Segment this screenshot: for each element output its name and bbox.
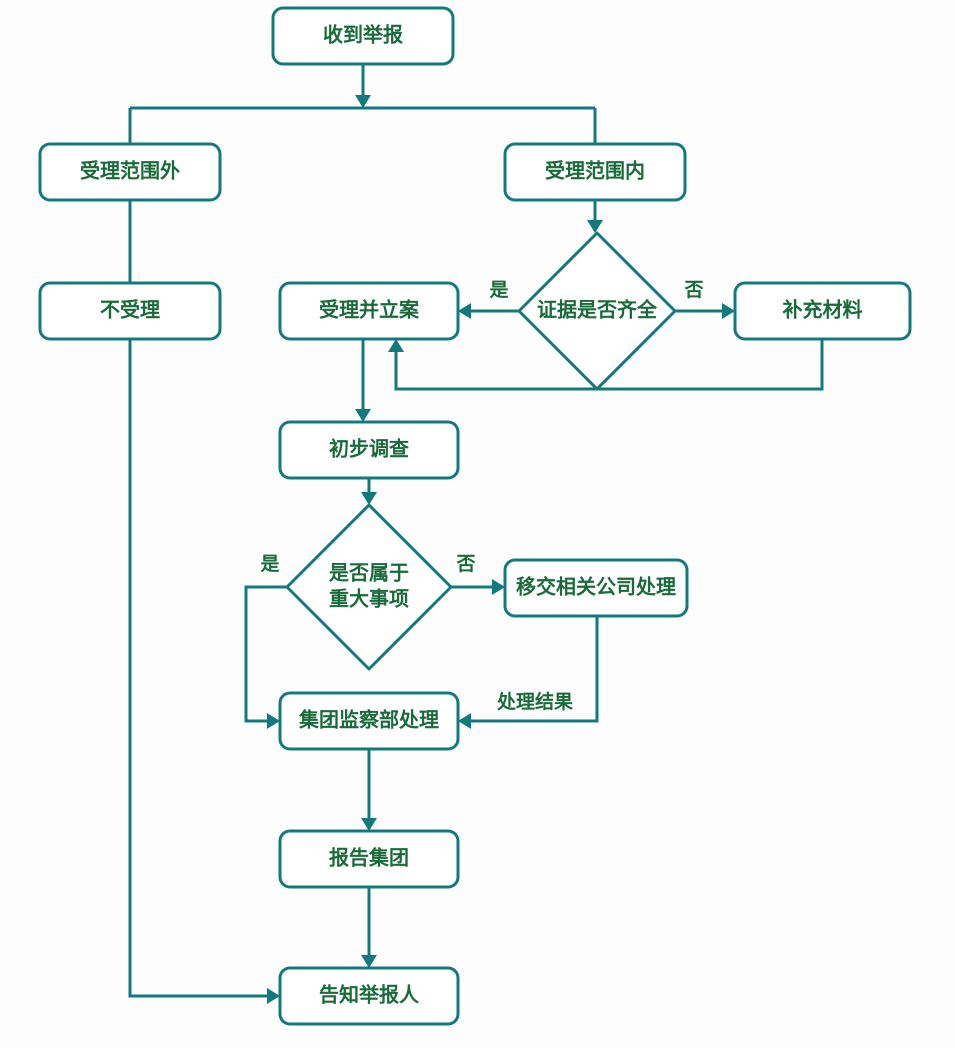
node-accept-and-file[interactable]: 受理并立案 [278, 281, 460, 341]
node-shape-rect[interactable] [38, 142, 222, 202]
edge-evidence-yes-to-accept [458, 303, 519, 319]
edge-major-no-to-transfer [451, 579, 505, 595]
arrow-head-icon [361, 818, 377, 831]
node-shape-rect[interactable] [503, 558, 689, 618]
arrow-head-icon [722, 303, 735, 319]
edge-receive-to-split [355, 64, 371, 108]
node-evidence-complete[interactable]: 证据是否齐全 [517, 231, 677, 391]
arrow-head-icon [458, 303, 471, 319]
arrow-head-icon [355, 409, 371, 422]
arrow-head-icon [267, 713, 280, 729]
arrow-head-icon [267, 988, 280, 1004]
node-shape-rect[interactable] [278, 281, 460, 341]
edge-major-yes-to-group-dept [244, 585, 287, 729]
node-supplement-materials[interactable]: 补充材料 [733, 281, 912, 341]
edge-report-to-notify [361, 887, 377, 968]
node-preliminary-investigation[interactable]: 初步调查 [278, 420, 460, 480]
edge-label-major-no-to-transfer: 否 [455, 554, 475, 575]
arrow-head-icon [361, 492, 377, 505]
edge-label-evidence-yes-to-accept: 是 [489, 279, 508, 301]
node-shape-diamond[interactable] [517, 231, 677, 391]
node-shape-rect[interactable] [733, 281, 912, 341]
edges-layer [128, 64, 824, 1004]
node-shape-diamond[interactable] [285, 503, 453, 671]
arrow-head-icon [355, 95, 371, 108]
node-report-to-group[interactable]: 报告集团 [278, 829, 460, 889]
edge-transfer-result-to-group-dept [458, 616, 599, 729]
node-shape-rect[interactable] [503, 142, 687, 202]
arrow-head-icon [458, 713, 471, 729]
node-shape-rect[interactable] [278, 966, 460, 1026]
edge-preliminary-to-major [361, 478, 377, 505]
arrow-head-icon [361, 955, 377, 968]
node-receive-report[interactable]: 收到举报 [271, 6, 455, 66]
node-not-accepted[interactable]: 不受理 [38, 281, 222, 341]
edge-label-evidence-no-to-supplement: 否 [683, 280, 703, 301]
node-out-of-scope[interactable]: 受理范围外 [38, 142, 222, 202]
edge-group-dept-to-report [361, 749, 377, 831]
arrow-head-icon [492, 579, 505, 595]
node-shape-rect[interactable] [271, 6, 455, 66]
node-transfer-to-company[interactable]: 移交相关公司处理 [503, 558, 689, 618]
edge-accept-to-preliminary [355, 339, 371, 422]
edge-not-accepted-to-notify [128, 339, 280, 1004]
node-shape-rect[interactable] [278, 420, 460, 480]
node-shape-rect[interactable] [278, 691, 460, 751]
edge-label-transfer-result-to-group-dept: 处理结果 [496, 690, 573, 713]
edge-label-major-yes-to-group-dept: 是 [260, 553, 279, 575]
edge-in-scope-to-evidence [587, 200, 603, 233]
node-in-scope[interactable]: 受理范围内 [503, 142, 687, 202]
node-group-inspection-dept[interactable]: 集团监察部处理 [278, 691, 460, 751]
node-shape-rect[interactable] [278, 829, 460, 889]
edge-supplement-back-to-accept [388, 339, 824, 391]
node-notify-reporter[interactable]: 告知举报人 [278, 966, 460, 1026]
arrow-head-icon [388, 339, 404, 352]
edge-evidence-no-to-supplement [675, 303, 735, 319]
node-shape-rect[interactable] [38, 281, 222, 341]
arrow-head-icon [587, 220, 603, 233]
